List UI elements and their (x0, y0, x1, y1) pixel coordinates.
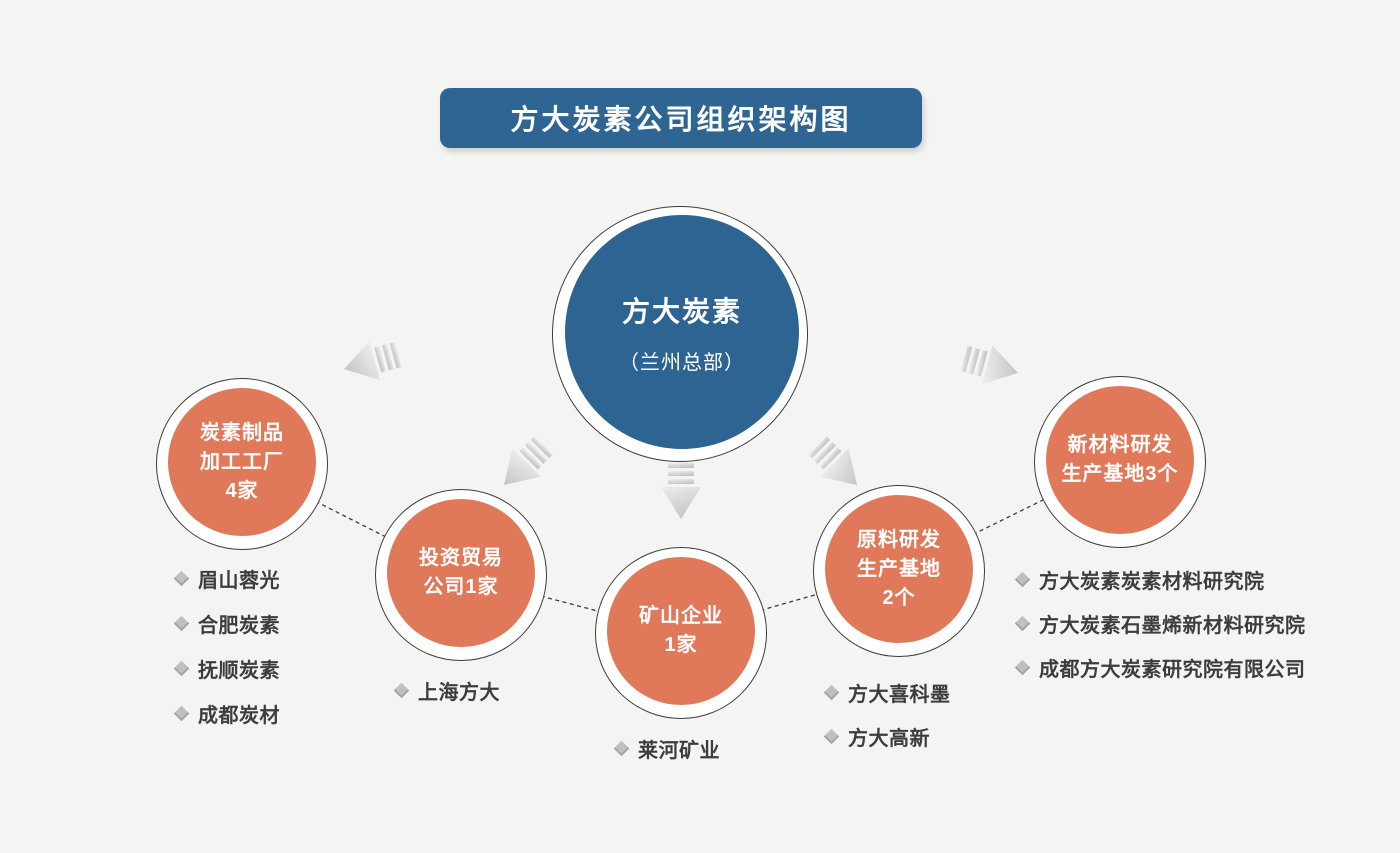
branch-label-line: 2个 (882, 586, 916, 609)
chart-title-banner: 方大炭素公司组织架构图 (440, 88, 922, 148)
arrow-to-branch-1-icon (343, 341, 402, 381)
child-company-label: 抚顺炭素 (198, 659, 280, 682)
child-list-new-material-bases: 方大炭素炭素材料研究院 方大炭素石墨烯新材料研究院 成都方大炭素研究院有限公司 (1014, 557, 1306, 689)
child-list-investment-trade: 上海方大 (393, 668, 500, 712)
arrow-to-branch-5-icon (960, 345, 1019, 385)
list-item: 方大炭素炭素材料研究院 (1014, 557, 1306, 601)
child-list-mining: 莱河矿业 (613, 726, 720, 770)
branch-circle-fill: 投资贸易 公司1家 (387, 499, 535, 647)
child-company-label: 合肥炭素 (198, 614, 280, 637)
branch-label-line: 4家 (225, 479, 259, 502)
list-item: 方大炭素石墨烯新材料研究院 (1014, 601, 1306, 645)
list-item: 莱河矿业 (613, 726, 720, 770)
root-circle-fill: 方大炭素 （兰州总部） (565, 215, 799, 449)
branch-circle-fill: 矿山企业 1家 (607, 557, 755, 705)
branch-label-line: 新材料研发 (1067, 434, 1173, 456)
branch-circle-fill: 新材料研发 生产基地3个 (1046, 386, 1194, 534)
chart-title: 方大炭素公司组织架构图 (510, 104, 852, 135)
branch-circle-mining: 矿山企业 1家 (595, 547, 767, 719)
child-company-label: 上海方大 (418, 681, 500, 704)
child-company-label: 方大炭素炭素材料研究院 (1039, 570, 1265, 593)
child-list-raw-material-bases: 方大喜科墨 方大高新 (823, 670, 951, 758)
diamond-bullet-icon (173, 705, 190, 721)
child-company-label: 成都方大炭素研究院有限公司 (1039, 658, 1306, 681)
diamond-bullet-icon (1014, 615, 1031, 631)
branch-circle-new-material-bases: 新材料研发 生产基地3个 (1034, 376, 1206, 548)
list-item: 合肥炭素 (173, 601, 280, 645)
branch-circle-fill: 原料研发 生产基地 2个 (825, 495, 973, 643)
arrow-to-branch-4-icon (808, 436, 858, 486)
child-company-label: 方大喜科墨 (848, 683, 951, 706)
branch-circle-raw-material-bases: 原料研发 生产基地 2个 (813, 485, 985, 657)
child-list-carbon-factories: 眉山蓉光 合肥炭素 抚顺炭素 成都炭材 (173, 556, 280, 735)
branch-label-line: 炭素制品 (200, 421, 284, 444)
diamond-bullet-icon (173, 615, 190, 631)
arrow-to-branch-2-icon (503, 436, 553, 486)
diamond-bullet-icon (1014, 571, 1031, 587)
branch-circle-investment-trade: 投资贸易 公司1家 (375, 489, 547, 661)
branch-label-line: 矿山企业 (639, 605, 723, 627)
list-item: 成都方大炭素研究院有限公司 (1014, 645, 1306, 689)
branch-label-line: 生产基地3个 (1061, 463, 1179, 485)
list-item: 成都炭材 (173, 691, 280, 735)
branch-label-line: 公司1家 (423, 576, 499, 598)
branch-label-line: 加工工厂 (200, 450, 284, 473)
branch-circle-fill: 炭素制品 加工工厂 4家 (168, 388, 316, 536)
branch-label-line: 原料研发 (857, 528, 941, 551)
root-subtitle: （兰州总部） (619, 351, 745, 374)
branch-circle-carbon-factories: 炭素制品 加工工厂 4家 (156, 378, 328, 550)
list-item: 上海方大 (393, 668, 500, 712)
child-company-label: 方大高新 (848, 727, 930, 750)
branch-label-line: 投资贸易 (419, 547, 503, 569)
list-item: 抚顺炭素 (173, 646, 280, 690)
diamond-bullet-icon (1014, 659, 1031, 675)
diamond-bullet-icon (823, 728, 840, 744)
list-item: 眉山蓉光 (173, 556, 280, 600)
list-item: 方大高新 (823, 714, 951, 758)
root-name: 方大炭素 (621, 295, 742, 327)
diamond-bullet-icon (173, 570, 190, 586)
list-item: 方大喜科墨 (823, 670, 951, 714)
child-company-label: 莱河矿业 (638, 739, 720, 762)
child-company-label: 方大炭素石墨烯新材料研究院 (1039, 614, 1306, 637)
diamond-bullet-icon (173, 660, 190, 676)
branch-label-line: 1家 (664, 634, 698, 656)
child-company-label: 成都炭材 (198, 704, 280, 727)
branch-label-line: 生产基地 (857, 557, 941, 580)
child-company-label: 眉山蓉光 (198, 569, 280, 592)
diamond-bullet-icon (393, 682, 410, 698)
root-circle: 方大炭素 （兰州总部） (552, 206, 808, 462)
diamond-bullet-icon (613, 740, 630, 756)
arrow-to-branch-3-icon (661, 463, 701, 519)
diamond-bullet-icon (823, 684, 840, 700)
